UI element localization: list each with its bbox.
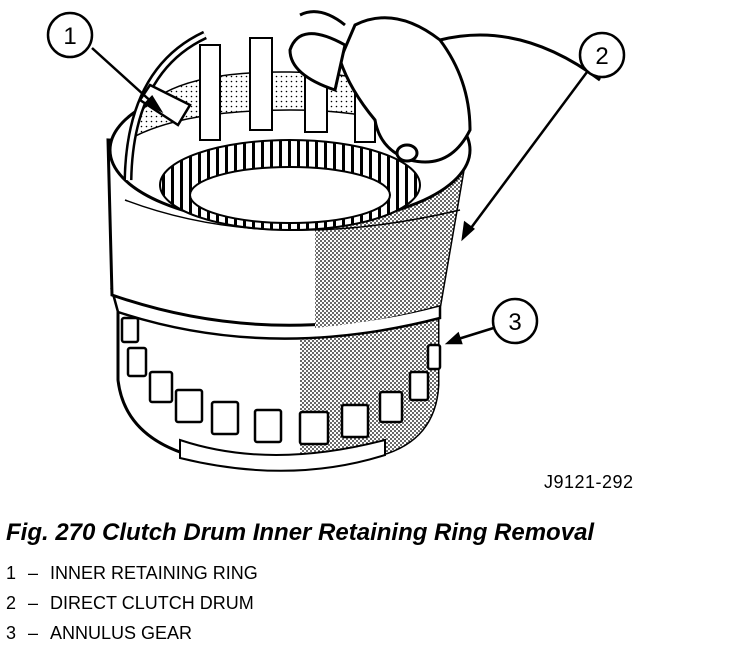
hand [288, 10, 601, 164]
legend-separator: – [28, 563, 39, 583]
legend-number: 2 [6, 593, 17, 613]
legend-text: DIRECT CLUTCH DRUM [50, 593, 254, 613]
callout-3: 3 [491, 297, 539, 345]
internal-gear-teeth [159, 139, 421, 231]
callout-1: 1 [46, 11, 94, 59]
legend-separator: – [28, 593, 39, 613]
legend-item: 1–INNER RETAINING RING [6, 562, 258, 592]
legend-text: ANNULUS GEAR [50, 623, 193, 643]
figure-caption: Fig. 270 Clutch Drum Inner Retaining Rin… [6, 519, 595, 546]
legend-item: 2–DIRECT CLUTCH DRUM [6, 592, 258, 622]
svg-text:1: 1 [63, 23, 76, 50]
svg-text:3: 3 [508, 309, 521, 336]
callout-2: 2 [578, 31, 626, 79]
legend-number: 3 [6, 623, 17, 643]
figure-code: J9121-292 [544, 472, 634, 492]
legend-separator: – [28, 623, 39, 643]
svg-text:2: 2 [595, 43, 608, 70]
legend: 1–INNER RETAINING RING 2–DIRECT CLUTCH D… [6, 562, 258, 652]
clutch-drum-illustration: 1 2 3 [46, 10, 626, 472]
legend-number: 1 [6, 563, 17, 583]
leader-lines [91, 47, 592, 345]
annulus-gear [116, 303, 442, 472]
legend-text: INNER RETAINING RING [50, 563, 258, 583]
legend-item: 3–ANNULUS GEAR [6, 622, 258, 652]
